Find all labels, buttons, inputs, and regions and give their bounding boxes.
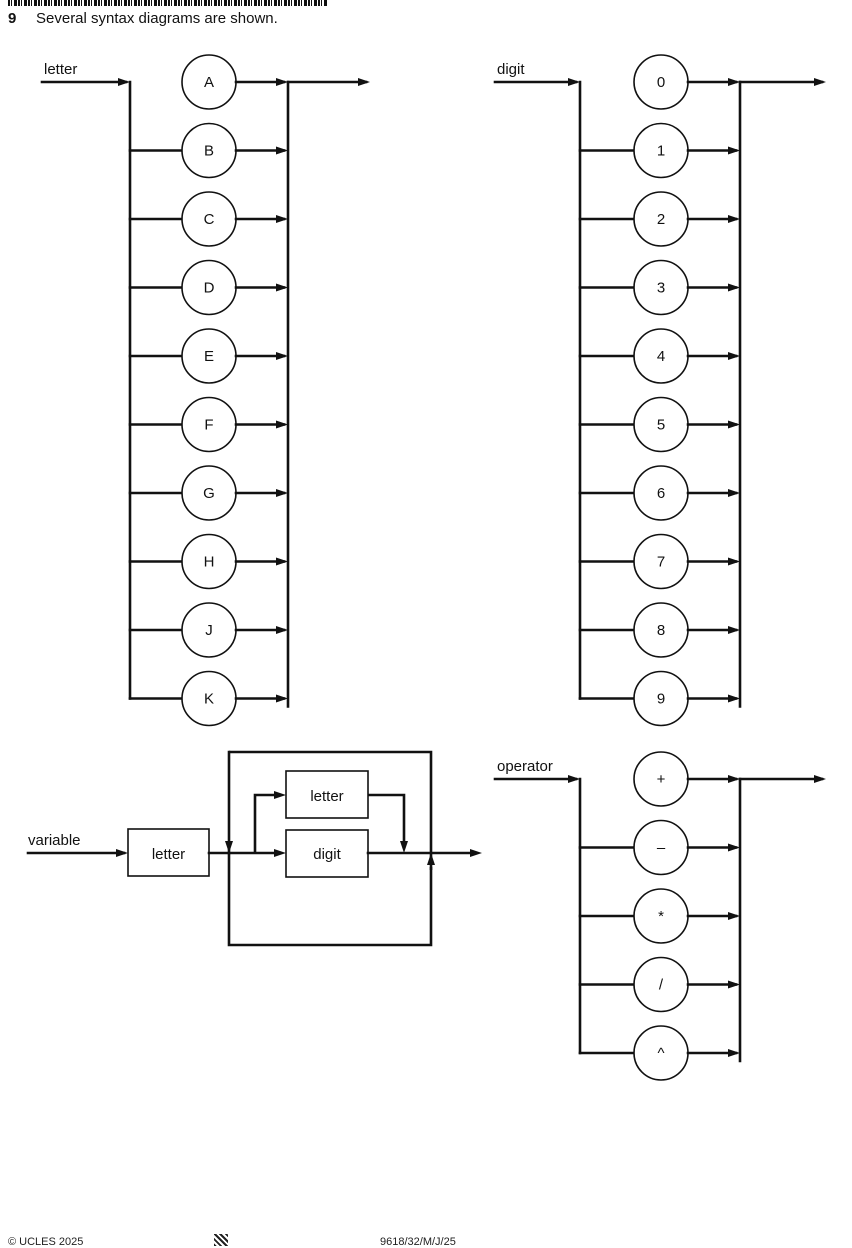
letter-to-join (368, 793, 406, 841)
option-letter-9: K (204, 691, 214, 708)
option-letter-6: G (203, 485, 215, 502)
branch-arrow (728, 78, 740, 86)
qr-code (214, 1234, 228, 1246)
branch-arrow (276, 283, 288, 292)
branch-arrow (728, 557, 740, 566)
branch-arrow (728, 980, 740, 989)
option-letter-4: E (204, 348, 214, 365)
letter-branch-arrow (274, 791, 286, 799)
branch-arrow (728, 1049, 740, 1057)
branch-arrow (728, 146, 740, 155)
option-letter-3: D (204, 280, 215, 297)
loop-return-arrow (427, 853, 435, 865)
question-heading: 9 Several syntax diagrams are shown. (8, 10, 278, 27)
option-operator-3: / (659, 977, 664, 994)
option-digit-7: 7 (657, 554, 665, 571)
option-digit-0: 0 (657, 74, 665, 91)
branch-arrow (276, 420, 288, 429)
copyright-text: © UCLES 2025 (8, 1236, 84, 1248)
option-operator-4: ^ (657, 1045, 664, 1062)
option-digit-8: 8 (657, 622, 665, 639)
first-letter-label: letter (152, 846, 185, 863)
loop-letter-label: letter (310, 788, 343, 805)
option-digit-9: 9 (657, 691, 665, 708)
branch-arrow (728, 694, 740, 703)
exit-arrow (358, 78, 370, 86)
branch-arrow (728, 912, 740, 920)
option-operator-0: + (657, 771, 666, 788)
option-operator-2: * (658, 908, 664, 925)
option-letter-0: A (204, 74, 214, 91)
entry-arrow (118, 78, 130, 86)
branch-arrow (276, 78, 288, 86)
branch-arrow (276, 352, 288, 360)
option-digit-4: 4 (657, 348, 665, 365)
branch-arrow (728, 215, 740, 223)
branch-arrow (276, 215, 288, 223)
entry-arrow (568, 78, 580, 86)
option-digit-3: 3 (657, 280, 665, 297)
branch-arrow (276, 489, 288, 497)
option-digit-6: 6 (657, 485, 665, 502)
diagram-name-digit: digit (497, 61, 525, 78)
branch-arrow (276, 626, 288, 634)
barcode (8, 0, 328, 6)
diagram-name-letter: letter (44, 61, 77, 78)
branch-arrow (728, 420, 740, 429)
entry-arrow (116, 849, 128, 857)
branch-arrow (276, 694, 288, 703)
loop-entry-arrow (225, 841, 233, 853)
loop-digit-label: digit (313, 846, 341, 863)
option-letter-1: B (204, 143, 214, 160)
branch-arrow (728, 626, 740, 634)
question-intro: Several syntax diagrams are shown. (36, 10, 278, 27)
branch-arrow (728, 775, 740, 783)
branch-arrow (276, 146, 288, 155)
branch-arrow (276, 557, 288, 566)
option-digit-1: 1 (657, 143, 665, 160)
option-letter-8: J (205, 622, 213, 639)
exit-arrow (470, 849, 482, 857)
exit-arrow (814, 78, 826, 86)
branch-arrow (728, 283, 740, 292)
digit-branch-arrow (274, 849, 286, 857)
branch-arrow (728, 489, 740, 497)
exit-arrow (814, 775, 826, 783)
option-letter-5: F (204, 417, 213, 434)
letter-box (127, 828, 210, 877)
branch-to-letter (253, 793, 280, 853)
option-operator-1: – (657, 840, 666, 857)
loop-bottom-path (227, 853, 433, 947)
branch-arrow (728, 843, 740, 852)
branch-arrow (728, 352, 740, 360)
option-letter-7: H (204, 554, 215, 571)
loop-digit-box (285, 829, 369, 878)
option-letter-2: C (204, 211, 215, 228)
entry-arrow (568, 775, 580, 783)
diagram-name-variable: variable (28, 832, 81, 849)
loop-top-path (229, 750, 433, 870)
option-digit-5: 5 (657, 417, 665, 434)
letter-join-arrow (400, 841, 408, 853)
diagram-name-operator: operator (497, 758, 553, 775)
question-number: 9 (8, 10, 17, 27)
paper-code: 9618/32/M/J/25 (380, 1236, 456, 1248)
option-digit-2: 2 (657, 211, 665, 228)
